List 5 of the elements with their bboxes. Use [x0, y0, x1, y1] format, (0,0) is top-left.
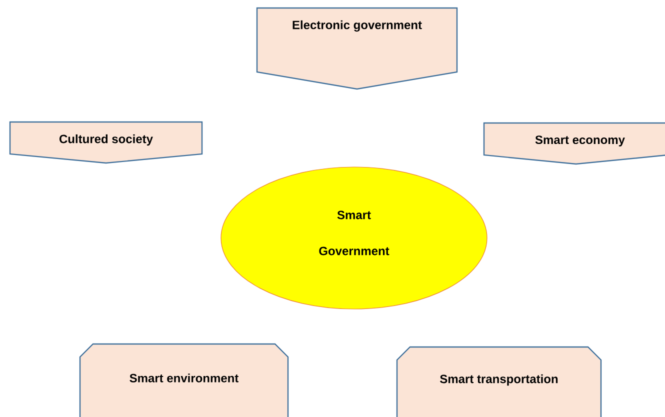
arrow-box: Electronic government	[256, 7, 458, 90]
snipped-box: Smart environment	[79, 343, 289, 417]
arrow-box: Smart economy	[483, 122, 665, 165]
snipped-box: Smart transportation	[396, 346, 602, 417]
arrow-box: Cultured society	[9, 121, 203, 164]
